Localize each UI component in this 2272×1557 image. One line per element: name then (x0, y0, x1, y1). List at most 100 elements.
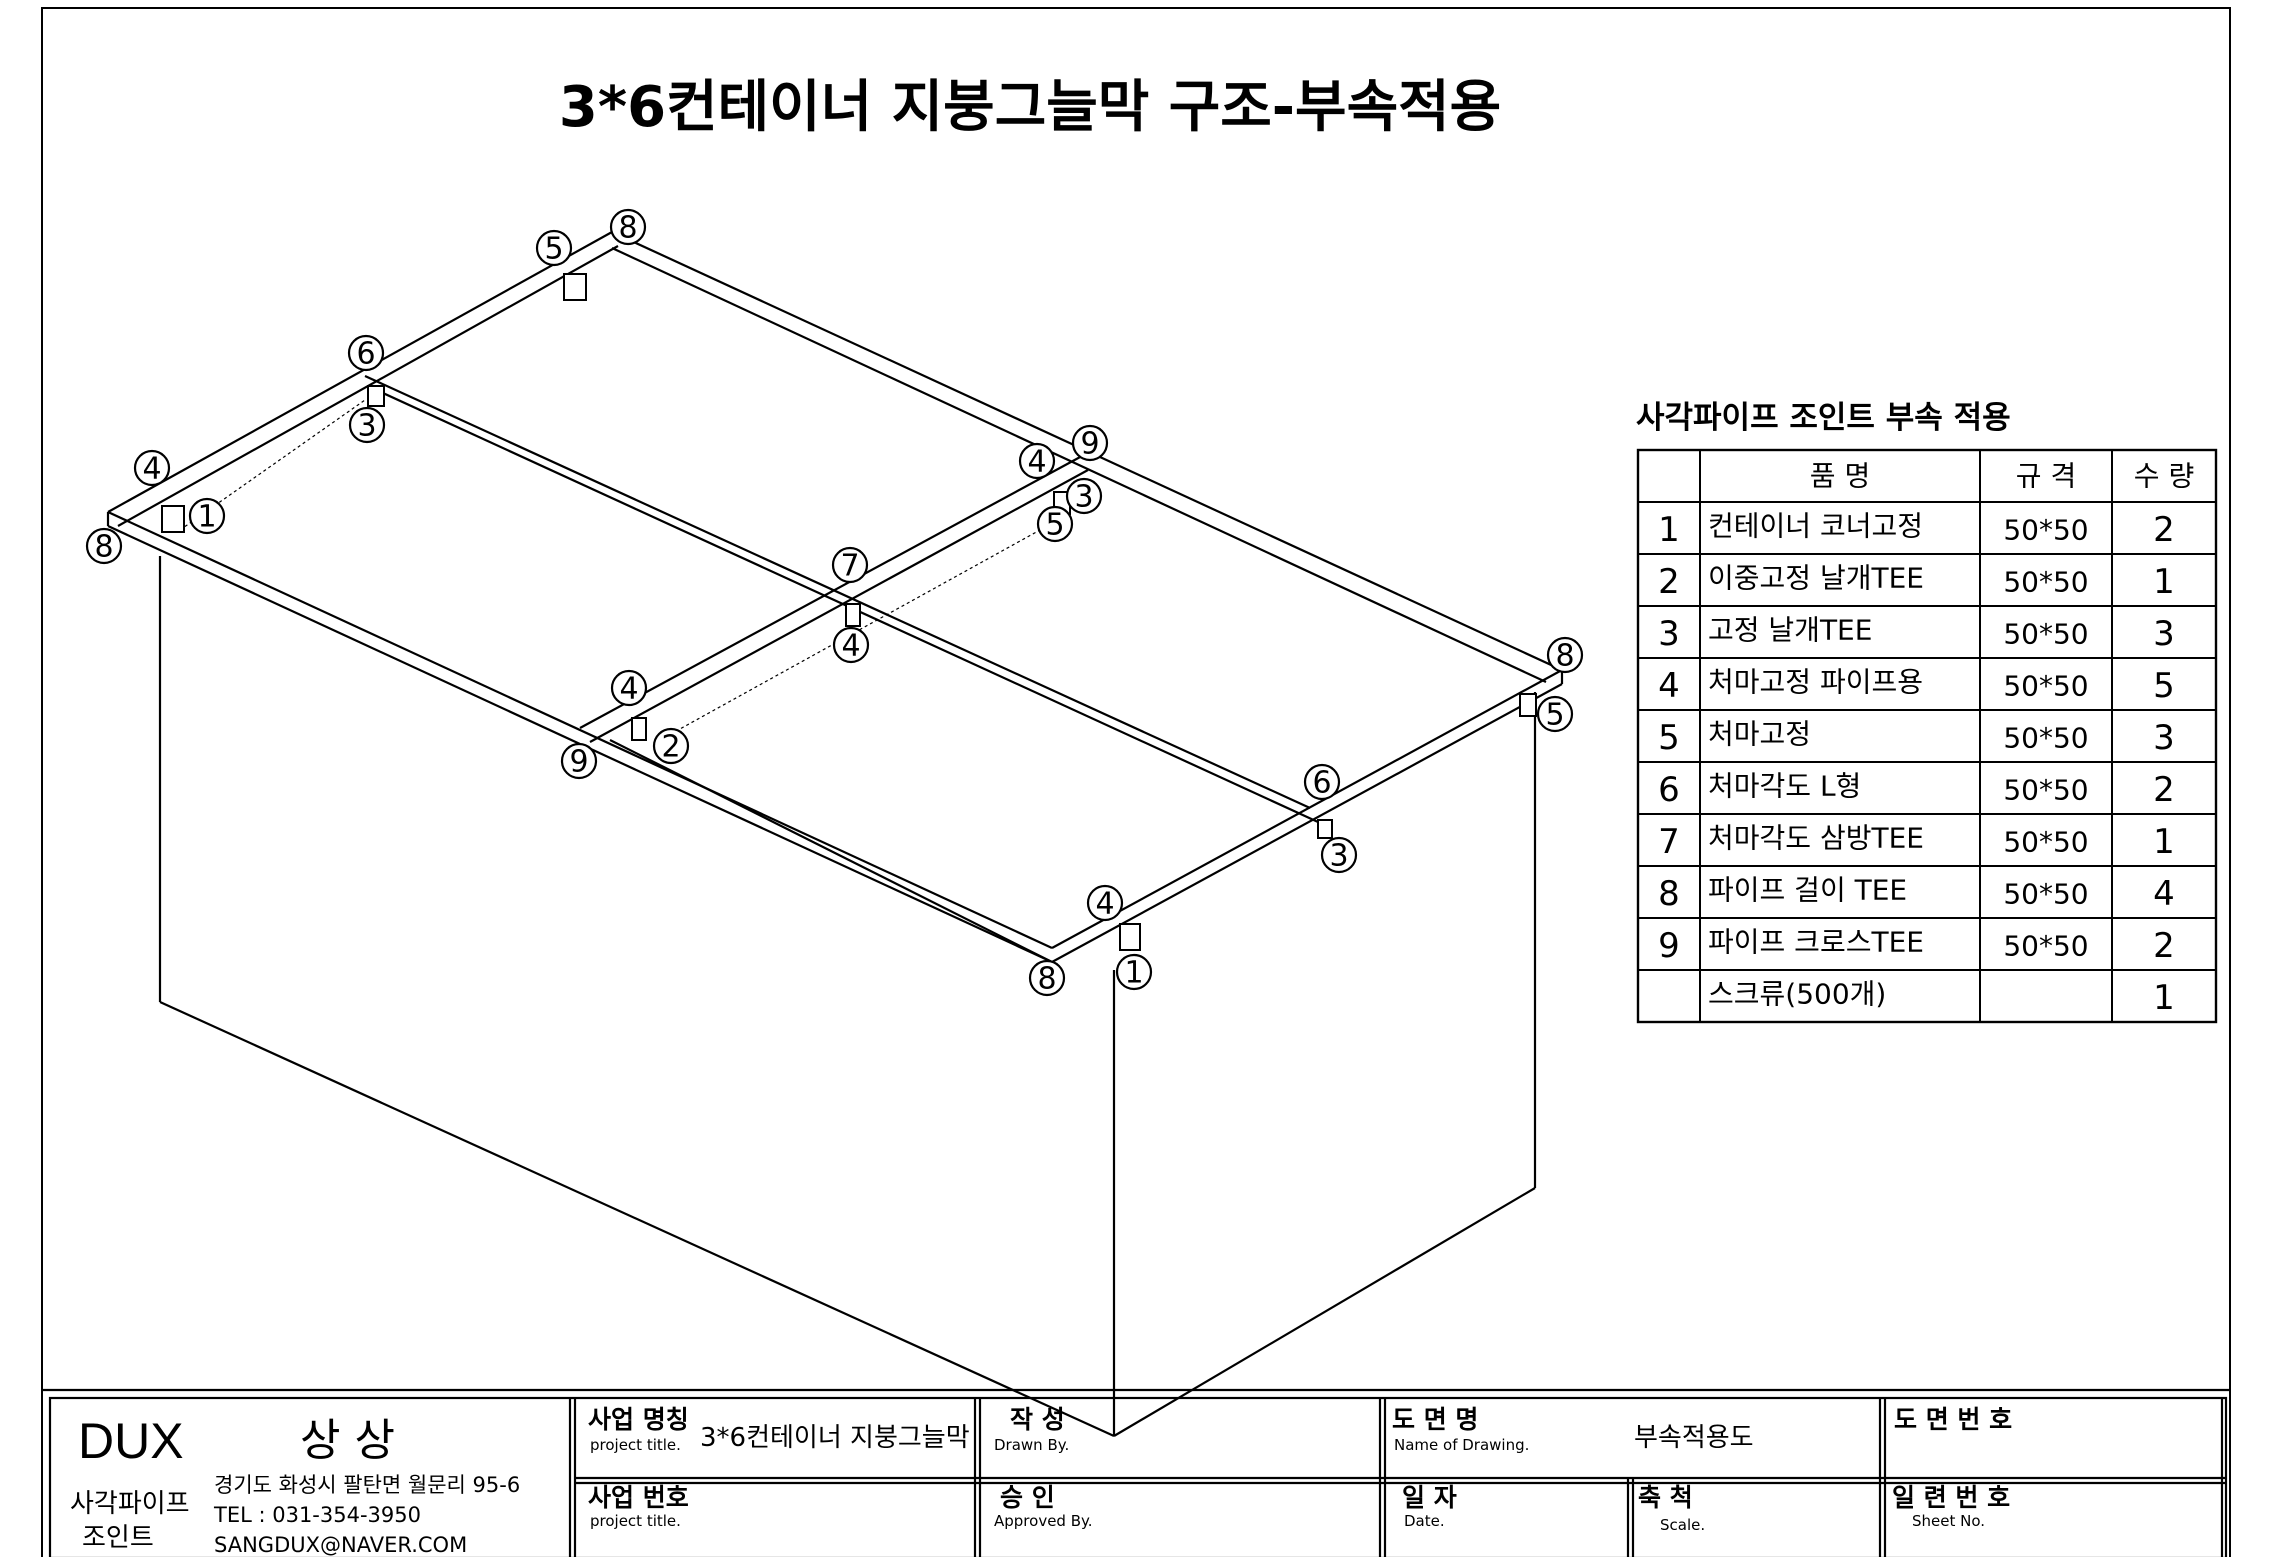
callout-number: 3 (1329, 839, 1348, 874)
callout-number: 3 (1074, 480, 1093, 515)
header-name: 품 명 (1810, 460, 1870, 493)
row-no: 7 (1658, 822, 1680, 862)
callout-4: 4 (610, 669, 648, 707)
row-qty: 2 (2153, 510, 2175, 550)
edge-right-inner (1051, 683, 1563, 963)
callout-number: 6 (356, 337, 375, 372)
header-qty: 수 량 (2134, 460, 2194, 493)
row-spec: 50*50 (2003, 670, 2088, 703)
callout-7: 7 (831, 546, 869, 584)
callout-5: 5 (1036, 505, 1074, 543)
row-qty: 1 (2153, 978, 2175, 1018)
edge-right-outer (1051, 669, 1563, 949)
row-spec: 50*50 (2003, 722, 2088, 755)
callout-number: 7 (840, 549, 859, 584)
callout-number: 9 (1080, 427, 1099, 462)
company-address: 경기도 화성시 팔탄면 월문리 95-6 (214, 1473, 520, 1497)
cross-beam-b (589, 469, 1089, 743)
row-qty: 3 (2153, 718, 2175, 758)
callout-number: 4 (619, 672, 638, 707)
container-box (158, 556, 1537, 1438)
row-qty: 3 (2153, 614, 2175, 654)
callout-number: 5 (1045, 508, 1064, 543)
callout-8: 8 (85, 527, 123, 565)
parts-table-title: 사각파이프 조인트 부속 적용 (1636, 400, 2011, 436)
callout-number: 9 (569, 745, 588, 780)
scale-sub: Scale. (1660, 1516, 1705, 1534)
edge-back-inner (611, 247, 1547, 683)
callout-1: 1 (1115, 953, 1153, 991)
drawn-by-label: 작 성 (1010, 1405, 1065, 1434)
table-row: 스크류(500개)1 (1708, 978, 2175, 1019)
row-no: 4 (1658, 666, 1680, 706)
row-no: 5 (1658, 718, 1680, 758)
parts-table-border (1636, 448, 2218, 1024)
edge-front-outer (107, 511, 1053, 949)
row-name: 고정 날개TEE (1708, 614, 1872, 647)
callout-4: 4 (133, 449, 171, 487)
edge-left-outer (107, 231, 613, 513)
project-name-value: 3*6컨테이너 지붕그늘막 (700, 1423, 970, 1453)
company-email: SANGDUX@NAVER.COM (214, 1533, 467, 1557)
callout-number: 5 (544, 232, 563, 267)
callout-number: 4 (841, 629, 860, 664)
sheet-no-label: 일 련 번 호 (1892, 1483, 2010, 1512)
scale-label: 축 척 (1638, 1483, 1693, 1512)
cross-beam-a (579, 455, 1083, 729)
callout-3: 3 (1320, 836, 1358, 874)
row-no: 1 (1658, 510, 1680, 550)
drawing-title: 3*6컨테이너 지붕그늘막 구조-부속적용 (559, 75, 1501, 140)
row-spec: 50*50 (2003, 878, 2088, 911)
drawing-name-value: 부속적용도 (1634, 1423, 1754, 1453)
company-sub-1: 사각파이프 (70, 1489, 190, 1519)
row-spec: 50*50 (2003, 618, 2088, 651)
row-name: 파이프 크로스TEE (1708, 926, 1924, 959)
title-block-text: DUX 상 상 사각파이프 조인트 경기도 화성시 팔탄면 월문리 95-6 T… (70, 1405, 2012, 1557)
row-name: 처마각도 L형 (1708, 770, 1861, 803)
header-spec: 규 격 (2016, 460, 2076, 493)
callout-4: 4 (832, 626, 870, 664)
callout-number: 1 (197, 500, 216, 535)
drawing-name-sub: Name of Drawing. (1394, 1436, 1529, 1454)
callout-6: 6 (347, 334, 385, 372)
callout-6: 6 (1303, 763, 1341, 801)
row-spec: 50*50 (2003, 930, 2088, 963)
callout-8: 8 (1028, 959, 1066, 997)
approved-by-label: 승 인 (1000, 1483, 1055, 1512)
row-spec: 50*50 (2003, 774, 2088, 807)
project-no-sub: project title. (590, 1512, 681, 1530)
brand-logo: DUX (78, 1413, 184, 1469)
title-block (42, 1388, 2230, 1557)
row-name: 이중고정 날개TEE (1708, 562, 1924, 595)
date-sub: Date. (1404, 1512, 1445, 1530)
project-name-label: 사업 명칭 (588, 1405, 689, 1434)
sheet-no-sub: Sheet No. (1912, 1512, 1985, 1530)
row-name: 파이프 걸이 TEE (1708, 874, 1907, 907)
callout-number: 1 (1124, 956, 1143, 991)
row-no: 8 (1658, 874, 1680, 914)
callout-number: 2 (661, 730, 680, 765)
company-tel: TEL : 031-354-3950 (213, 1503, 421, 1527)
row-spec: 50*50 (2003, 826, 2088, 859)
callout-number: 4 (1095, 887, 1114, 922)
callout-number: 8 (94, 530, 113, 565)
row-qty: 2 (2153, 926, 2175, 966)
row-name: 처마고정 파이프용 (1708, 666, 1923, 699)
row-spec: 50*50 (2003, 566, 2088, 599)
row-name: 처마각도 삼방TEE (1708, 822, 1924, 855)
row-no: 2 (1658, 562, 1680, 602)
row-name: 처마고정 (1708, 718, 1811, 751)
date-label: 일 자 (1402, 1483, 1457, 1512)
table-row: 5 처마고정 50*50 3 (1658, 718, 2175, 759)
row-no: 9 (1658, 926, 1680, 966)
